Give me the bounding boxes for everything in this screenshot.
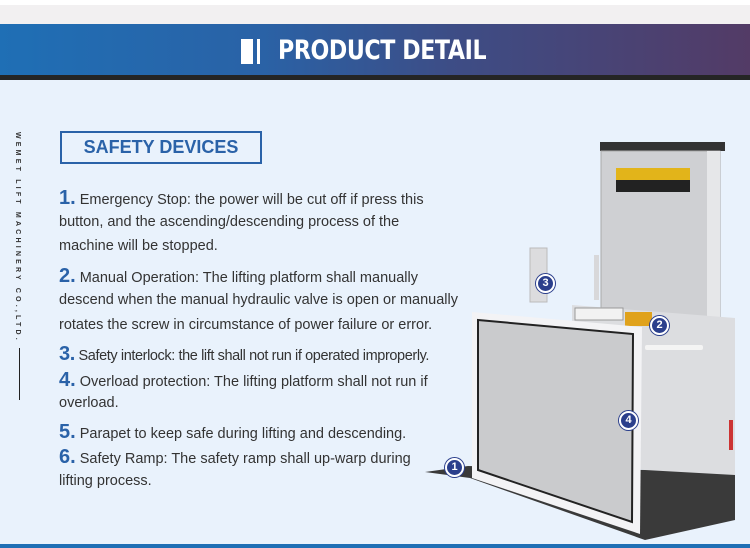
tower-cap	[600, 142, 725, 151]
callout-badge-2: 2	[650, 316, 669, 335]
item-2-line-1: 2. Manual Operation: The lifting platfor…	[59, 265, 418, 287]
item-4-line-1: 4. Overload protection: The lifting plat…	[59, 369, 428, 391]
section-title: SAFETY DEVICES	[60, 131, 262, 164]
side-sticker	[729, 420, 733, 450]
callout-badge-3: 3	[536, 274, 555, 293]
item-3-line-1: 3. Safety interlock: the lift shall not …	[59, 343, 430, 365]
lift-product-image	[425, 142, 735, 540]
side-handrail	[645, 345, 703, 350]
item-2-line-3: rotates the screw in circumstance of pow…	[59, 317, 433, 333]
front-gate-panel	[477, 318, 635, 524]
bottom-divider	[0, 544, 750, 548]
top-margin	[0, 0, 750, 5]
item-6-line-2: lifting process.	[59, 473, 152, 489]
item-6-line-1: 6. Safety Ramp: The safety ramp shall up…	[59, 446, 411, 468]
item-2-line-2: descend when the manual hydraulic valve …	[59, 292, 458, 308]
vertical-divider	[19, 348, 20, 400]
header-banner	[0, 24, 750, 75]
page-title: PRODUCT DETAIL	[278, 35, 487, 66]
item-1-line-3: machine will be stopped.	[59, 238, 218, 254]
tower-column	[707, 151, 720, 323]
item-1-line-1: 1. Emergency Stop: the power will be cut…	[59, 187, 424, 209]
control-panel	[625, 312, 652, 326]
top-strip	[0, 5, 750, 24]
warning-labels	[616, 168, 690, 192]
item-5-line-1: 5. Parapet to keep safe during lifting a…	[59, 421, 407, 443]
company-name-vertical: WEMET LIFT MACHINERY CO.,LTD.	[14, 132, 21, 343]
callout-badge-4: 4	[619, 411, 638, 430]
tower-handle	[594, 255, 599, 300]
item-1-line-2: button, and the ascending/descending pro…	[59, 214, 400, 230]
callout-badge-1: 1	[445, 458, 464, 477]
bar-icon	[241, 39, 253, 64]
item-4-line-2: overload.	[59, 395, 119, 411]
bar-icon-thin	[257, 39, 260, 64]
control-label	[574, 307, 624, 321]
banner-divider	[0, 75, 750, 80]
